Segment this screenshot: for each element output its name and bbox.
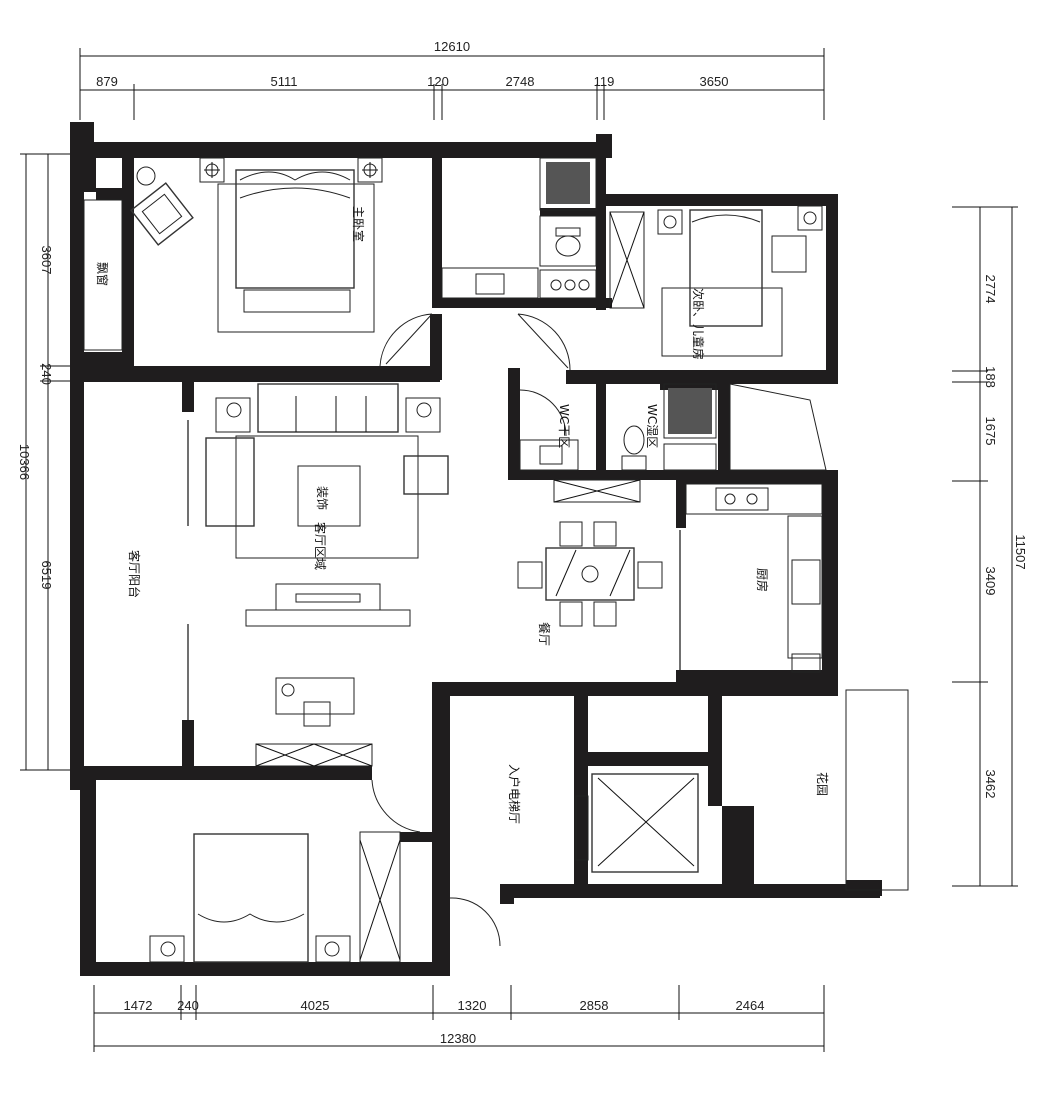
dim-left-1: 3607 <box>39 246 54 275</box>
dim-top-2: 5111 <box>271 74 298 89</box>
label-garden: 花园 <box>815 772 830 796</box>
armchair-icon <box>130 166 194 246</box>
dim-right-4: 3409 <box>983 567 998 596</box>
dim-right-5: 3462 <box>983 770 998 799</box>
label-elevator-hall: 入户电梯厅 <box>507 764 522 824</box>
dim-top-1: 879 <box>96 74 118 89</box>
dim-left-total: 10366 <box>17 444 32 480</box>
dim-left-3: 6519 <box>39 561 54 590</box>
label-wc-dry: WC干区 <box>557 404 571 448</box>
dim-bottom-6: 2464 <box>736 998 765 1013</box>
fixtures <box>83 157 909 963</box>
dim-right-2: 188 <box>983 366 998 388</box>
walls <box>70 122 882 976</box>
label-bay-window: 飘窗 <box>95 262 109 286</box>
room-labels: 主卧室 飘窗 次卧、儿童房 WC干区 WC湿区 客厅阳台 客厅区域 装饰 餐厅 … <box>95 206 830 824</box>
dim-bottom-2: 240 <box>177 998 199 1013</box>
label-living-balcony: 客厅阳台 <box>127 550 142 598</box>
dim-top-6: 3650 <box>700 74 729 89</box>
dim-right-total: 11507 <box>1013 534 1028 569</box>
dim-right-1: 2774 <box>983 275 998 304</box>
dimension-labels: 12610 879 5111 120 2748 119 3650 1472 24… <box>17 39 1028 1046</box>
dim-right-3: 1675 <box>983 417 998 446</box>
label-master-bedroom: 主卧室 <box>351 206 366 242</box>
dim-bottom-3: 4025 <box>301 998 330 1013</box>
label-decoration: 装饰 <box>315 486 329 510</box>
dim-bottom-4: 1320 <box>458 998 487 1013</box>
lamp-icon <box>357 157 383 183</box>
dim-bottom-1: 1472 <box>124 998 153 1013</box>
dim-left-2: 240 <box>39 363 54 385</box>
label-dining: 餐厅 <box>537 622 552 646</box>
lamp-icon <box>199 157 225 183</box>
label-second-bedroom: 次卧、儿童房 <box>691 288 706 360</box>
dim-bottom-5: 2858 <box>580 998 609 1013</box>
dim-bottom-total: 12380 <box>440 1031 476 1046</box>
label-living-area: 客厅区域 <box>313 522 328 570</box>
dim-top-4: 2748 <box>506 74 535 89</box>
label-wc-wet: WC湿区 <box>645 404 660 448</box>
dim-top-3: 120 <box>427 74 449 89</box>
label-kitchen: 厨房 <box>755 568 770 592</box>
dim-top-total: 12610 <box>434 39 470 54</box>
dimension-lines <box>20 48 1018 1052</box>
dim-top-5: 119 <box>594 74 615 89</box>
